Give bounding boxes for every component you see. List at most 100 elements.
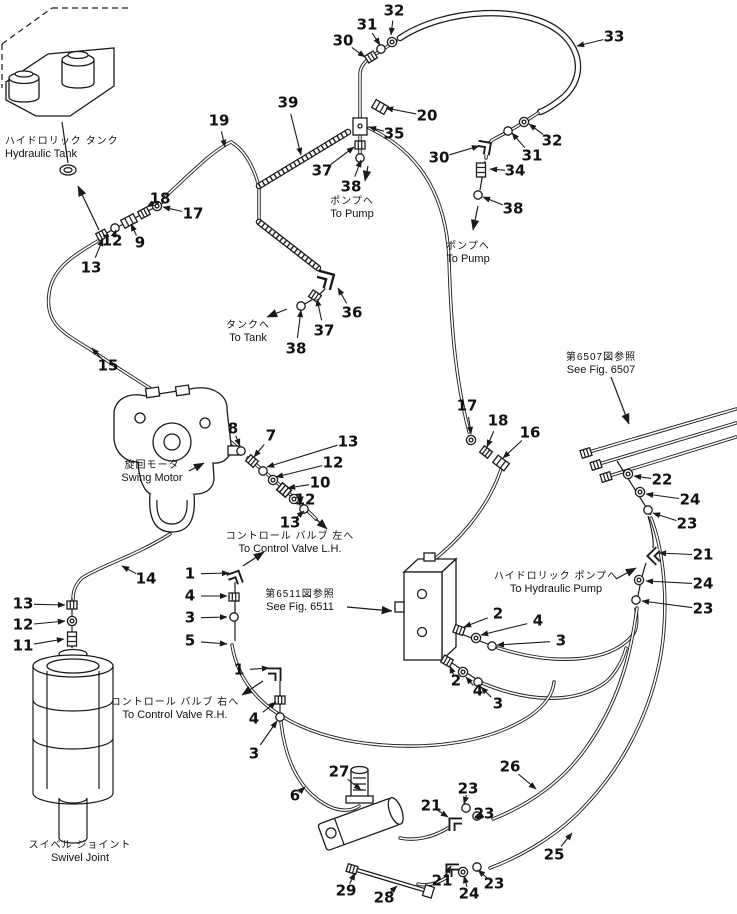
leader-line <box>33 601 66 608</box>
callout-number-35: 35 <box>383 124 405 143</box>
label-english: To Control Valve R.H. <box>122 709 228 721</box>
callout-number-13: 13 <box>337 432 359 451</box>
callout-number-23: 23 <box>473 804 495 823</box>
leader-line <box>200 570 230 577</box>
callout-number-10: 10 <box>309 473 331 492</box>
callout-number-16: 16 <box>519 423 541 442</box>
leader-line <box>200 614 228 621</box>
leader-line <box>110 229 117 238</box>
label-english: See Fig. 6507 <box>566 364 636 376</box>
leader-line <box>576 39 604 48</box>
callout-number-37: 37 <box>311 161 333 180</box>
leader-line <box>511 132 526 149</box>
callout-number-21: 21 <box>431 871 453 890</box>
callout-number-24: 24 <box>692 574 714 593</box>
leader-line <box>449 145 480 156</box>
leader-line <box>146 200 156 208</box>
label-japanese: コントロール バルブ 右へ <box>110 697 240 708</box>
direction-arrows <box>77 165 637 696</box>
callout-number-37: 37 <box>313 321 335 340</box>
leader-line <box>33 637 65 645</box>
leader-line <box>449 665 456 676</box>
leader-line <box>462 794 469 805</box>
callout-number-1: 1 <box>184 564 196 583</box>
label-japanese: ポンプへ <box>330 196 374 207</box>
callout-number-2: 2 <box>450 671 462 690</box>
leader-line <box>349 872 356 885</box>
leader-line <box>658 550 693 557</box>
callout-number-3: 3 <box>184 608 196 627</box>
label-japanese: 旋回モータ <box>124 460 180 471</box>
leader-line <box>502 440 523 459</box>
leader-line <box>480 623 528 637</box>
leader-line <box>489 166 506 173</box>
leader-line <box>253 444 265 458</box>
leader-line <box>249 665 270 672</box>
leader-line <box>295 510 305 519</box>
callout-number-4: 4 <box>248 709 260 728</box>
leader-line <box>645 491 680 500</box>
leader-line <box>234 435 241 447</box>
callout-number-15: 15 <box>97 356 119 375</box>
callout-number-31: 31 <box>356 15 378 34</box>
leader-line <box>262 701 277 713</box>
callout-number-24: 24 <box>679 490 701 509</box>
callout-number-39: 39 <box>277 93 299 112</box>
callout-number-32: 32 <box>541 131 563 150</box>
callout-number-13: 13 <box>80 258 102 277</box>
callout-number-20: 20 <box>416 106 438 125</box>
callout-number-14: 14 <box>135 569 157 588</box>
leader-line <box>266 444 338 468</box>
leader-line <box>437 809 449 818</box>
leader-line <box>94 238 104 259</box>
label-english: To Hydraulic Pump <box>509 583 603 595</box>
callout-number-24: 24 <box>458 884 480 903</box>
callout-number-13: 13 <box>12 594 34 613</box>
label-japanese: タンクへ <box>226 320 270 331</box>
leader-line <box>444 865 452 876</box>
leader-line <box>560 832 573 847</box>
label-english: To Control Valve L.H. <box>238 543 342 555</box>
leader-line <box>371 32 381 46</box>
callout-number-3: 3 <box>492 694 504 713</box>
callout-number-12: 12 <box>294 490 316 509</box>
leader-line <box>463 617 488 628</box>
leader-line <box>645 578 693 585</box>
callout-number-2: 2 <box>492 604 504 623</box>
leader-line <box>330 146 355 165</box>
label-english: Hydraulic Tank <box>5 148 77 160</box>
callout-number-6: 6 <box>289 786 301 805</box>
callout-number-23: 23 <box>692 599 714 618</box>
callout-number-3: 3 <box>248 744 260 763</box>
callout-number-27: 27 <box>328 762 350 781</box>
callout-number-4: 4 <box>472 681 484 700</box>
callout-number-22: 22 <box>651 470 673 489</box>
callout-number-26: 26 <box>499 757 521 776</box>
label-english: To Pump <box>446 253 490 265</box>
callout-number-17: 17 <box>182 204 204 223</box>
leader-line <box>467 416 474 435</box>
callout-number-34: 34 <box>504 161 526 180</box>
callout-number-19: 19 <box>208 111 230 130</box>
leader-line <box>482 196 504 206</box>
leader-line <box>518 773 537 790</box>
leader-line <box>496 641 551 648</box>
label-english: See Fig. 6511 <box>266 601 334 613</box>
callout-number-8: 8 <box>227 419 239 438</box>
callout-number-3: 3 <box>555 631 567 650</box>
machine-outline <box>1 7 128 88</box>
leader-line <box>337 287 348 304</box>
leader-line <box>652 512 677 522</box>
callout-number-12: 12 <box>322 453 344 472</box>
callout-number-9: 9 <box>134 233 146 252</box>
callout-number-28: 28 <box>373 888 395 907</box>
callout-number-30: 30 <box>428 148 450 167</box>
